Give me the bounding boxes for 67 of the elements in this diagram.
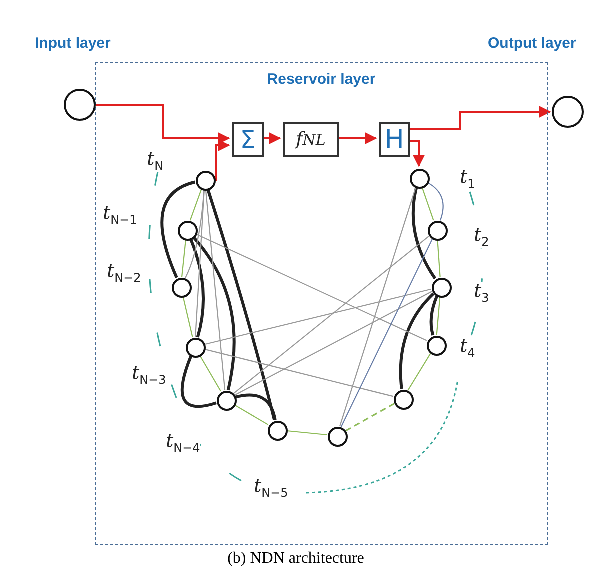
- time-index-label: t$_{N−3}$: [132, 364, 166, 386]
- arrow: [263, 132, 282, 144]
- connection-line: [430, 296, 439, 336]
- connection-line: [206, 189, 276, 421]
- connection-line: [235, 394, 277, 420]
- time-index-label: t$_{1}$: [460, 168, 476, 190]
- neuron-circle: [217, 391, 237, 411]
- layer-label: Input layer: [35, 35, 111, 52]
- neuron-circle: [268, 421, 288, 441]
- connection-line: [182, 296, 194, 338]
- connection-line: [436, 296, 441, 336]
- connection-line: [437, 240, 441, 278]
- connection-line: [399, 292, 435, 390]
- connection-line: [205, 190, 226, 390]
- time-index-label: t$_{3}$: [474, 282, 490, 304]
- group-title: Reservoir layer: [266, 71, 377, 88]
- time-index-label: t$_{4}$: [460, 337, 476, 359]
- arrow: [338, 132, 378, 144]
- neuron-circle: [394, 390, 414, 410]
- arrow: [96, 104, 230, 144]
- connection-line: [204, 348, 394, 398]
- time-index-label: t$_{N−5}$: [254, 477, 288, 499]
- neuron-circle: [196, 171, 216, 191]
- connection-line: [180, 356, 217, 408]
- arrow: [409, 140, 425, 168]
- neuron-circle: [432, 278, 452, 298]
- connection-line: [182, 240, 186, 278]
- neuron-circle: [64, 89, 96, 121]
- neuron-circle: [427, 336, 447, 356]
- neuron-circle: [328, 427, 348, 447]
- arrow: [214, 140, 230, 181]
- connection-line: [185, 190, 205, 278]
- connection-line: [234, 291, 432, 396]
- connection-line: [190, 189, 202, 221]
- connection-line: [408, 353, 432, 391]
- connection-line: [422, 187, 434, 221]
- neuron-circle: [428, 221, 448, 241]
- connection-line: [200, 355, 222, 392]
- connection-line: [286, 430, 328, 436]
- time-index-label: t$_{N−1}$: [103, 204, 138, 226]
- arrow: [409, 106, 552, 130]
- connection-line: [340, 187, 416, 427]
- operator-box: Σ: [232, 122, 264, 157]
- neuron-circle: [178, 221, 198, 241]
- connection-line: [233, 236, 430, 394]
- neuron-circle: [172, 278, 192, 298]
- connection-line: [189, 238, 205, 338]
- connection-line: [340, 238, 434, 428]
- connection-line: [345, 403, 395, 432]
- neuron-circle: [186, 338, 206, 358]
- layer-label: Output layer: [488, 35, 576, 52]
- time-index-label: t$_{2}$: [474, 226, 490, 248]
- connection-line: [427, 182, 444, 221]
- caption: (b) NDN architecture: [226, 550, 366, 568]
- neuron-circle: [552, 96, 584, 128]
- time-index-label: t$_{N}$: [147, 150, 164, 172]
- neuron-circle: [410, 169, 430, 189]
- connection-line: [160, 180, 196, 278]
- operator-box: H: [379, 122, 410, 157]
- connection-line: [192, 236, 236, 391]
- time-index-label: t$_{N−2}$: [107, 262, 142, 284]
- connection-line: [412, 187, 437, 280]
- connection-line: [234, 404, 269, 426]
- time-index-label: t$_{N−4}$: [166, 432, 200, 454]
- connection-line: [196, 234, 428, 342]
- connection-line: [204, 288, 432, 346]
- connection-line: [195, 190, 205, 338]
